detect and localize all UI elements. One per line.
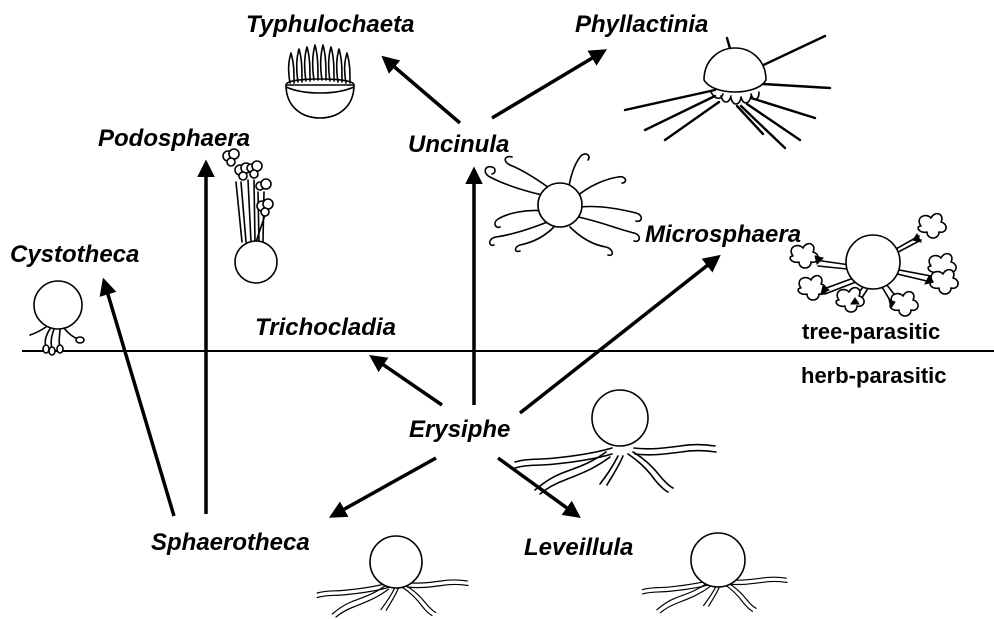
- label-tree-parasitic: tree-parasitic: [802, 319, 940, 344]
- microsphaera-illustration: [790, 214, 958, 316]
- label-podosphaera: Podosphaera: [98, 125, 250, 152]
- label-erysiphe: Erysiphe: [409, 416, 510, 443]
- leveillula-illustration: [642, 533, 787, 613]
- label-typhulochaeta: Typhulochaeta: [246, 11, 414, 38]
- label-uncinula: Uncinula: [408, 131, 509, 158]
- label-cystotheca: Cystotheca: [10, 241, 139, 268]
- label-phyllactinia: Phyllactinia: [575, 11, 708, 38]
- arrow-uncinula-phyllactinia: [492, 51, 604, 118]
- uncinula-illustration: [485, 154, 641, 255]
- typhulochaeta-illustration: [286, 45, 354, 118]
- label-microsphaera: Microsphaera: [645, 221, 801, 248]
- label-trichocladia: Trichocladia: [255, 314, 396, 341]
- erysiphe-illustration: [515, 390, 716, 494]
- label-sphaerotheca: Sphaerotheca: [151, 529, 310, 556]
- arrow-erysiphe-sphaerotheca: [332, 458, 436, 516]
- arrow-sphaerotheca-cystotheca: [104, 281, 174, 516]
- arrow-erysiphe-trichocladia: [372, 357, 442, 405]
- podosphaera-illustration: [223, 149, 277, 283]
- label-herb-parasitic: herb-parasitic: [801, 363, 947, 388]
- phyllactinia-illustration: [625, 36, 830, 148]
- arrow-uncinula-typhulochaeta: [384, 58, 460, 123]
- label-leveillula: Leveillula: [524, 534, 633, 561]
- sphaerotheca-illustration: [317, 536, 468, 617]
- cystotheca-illustration: [30, 281, 84, 355]
- arrows: [104, 51, 718, 516]
